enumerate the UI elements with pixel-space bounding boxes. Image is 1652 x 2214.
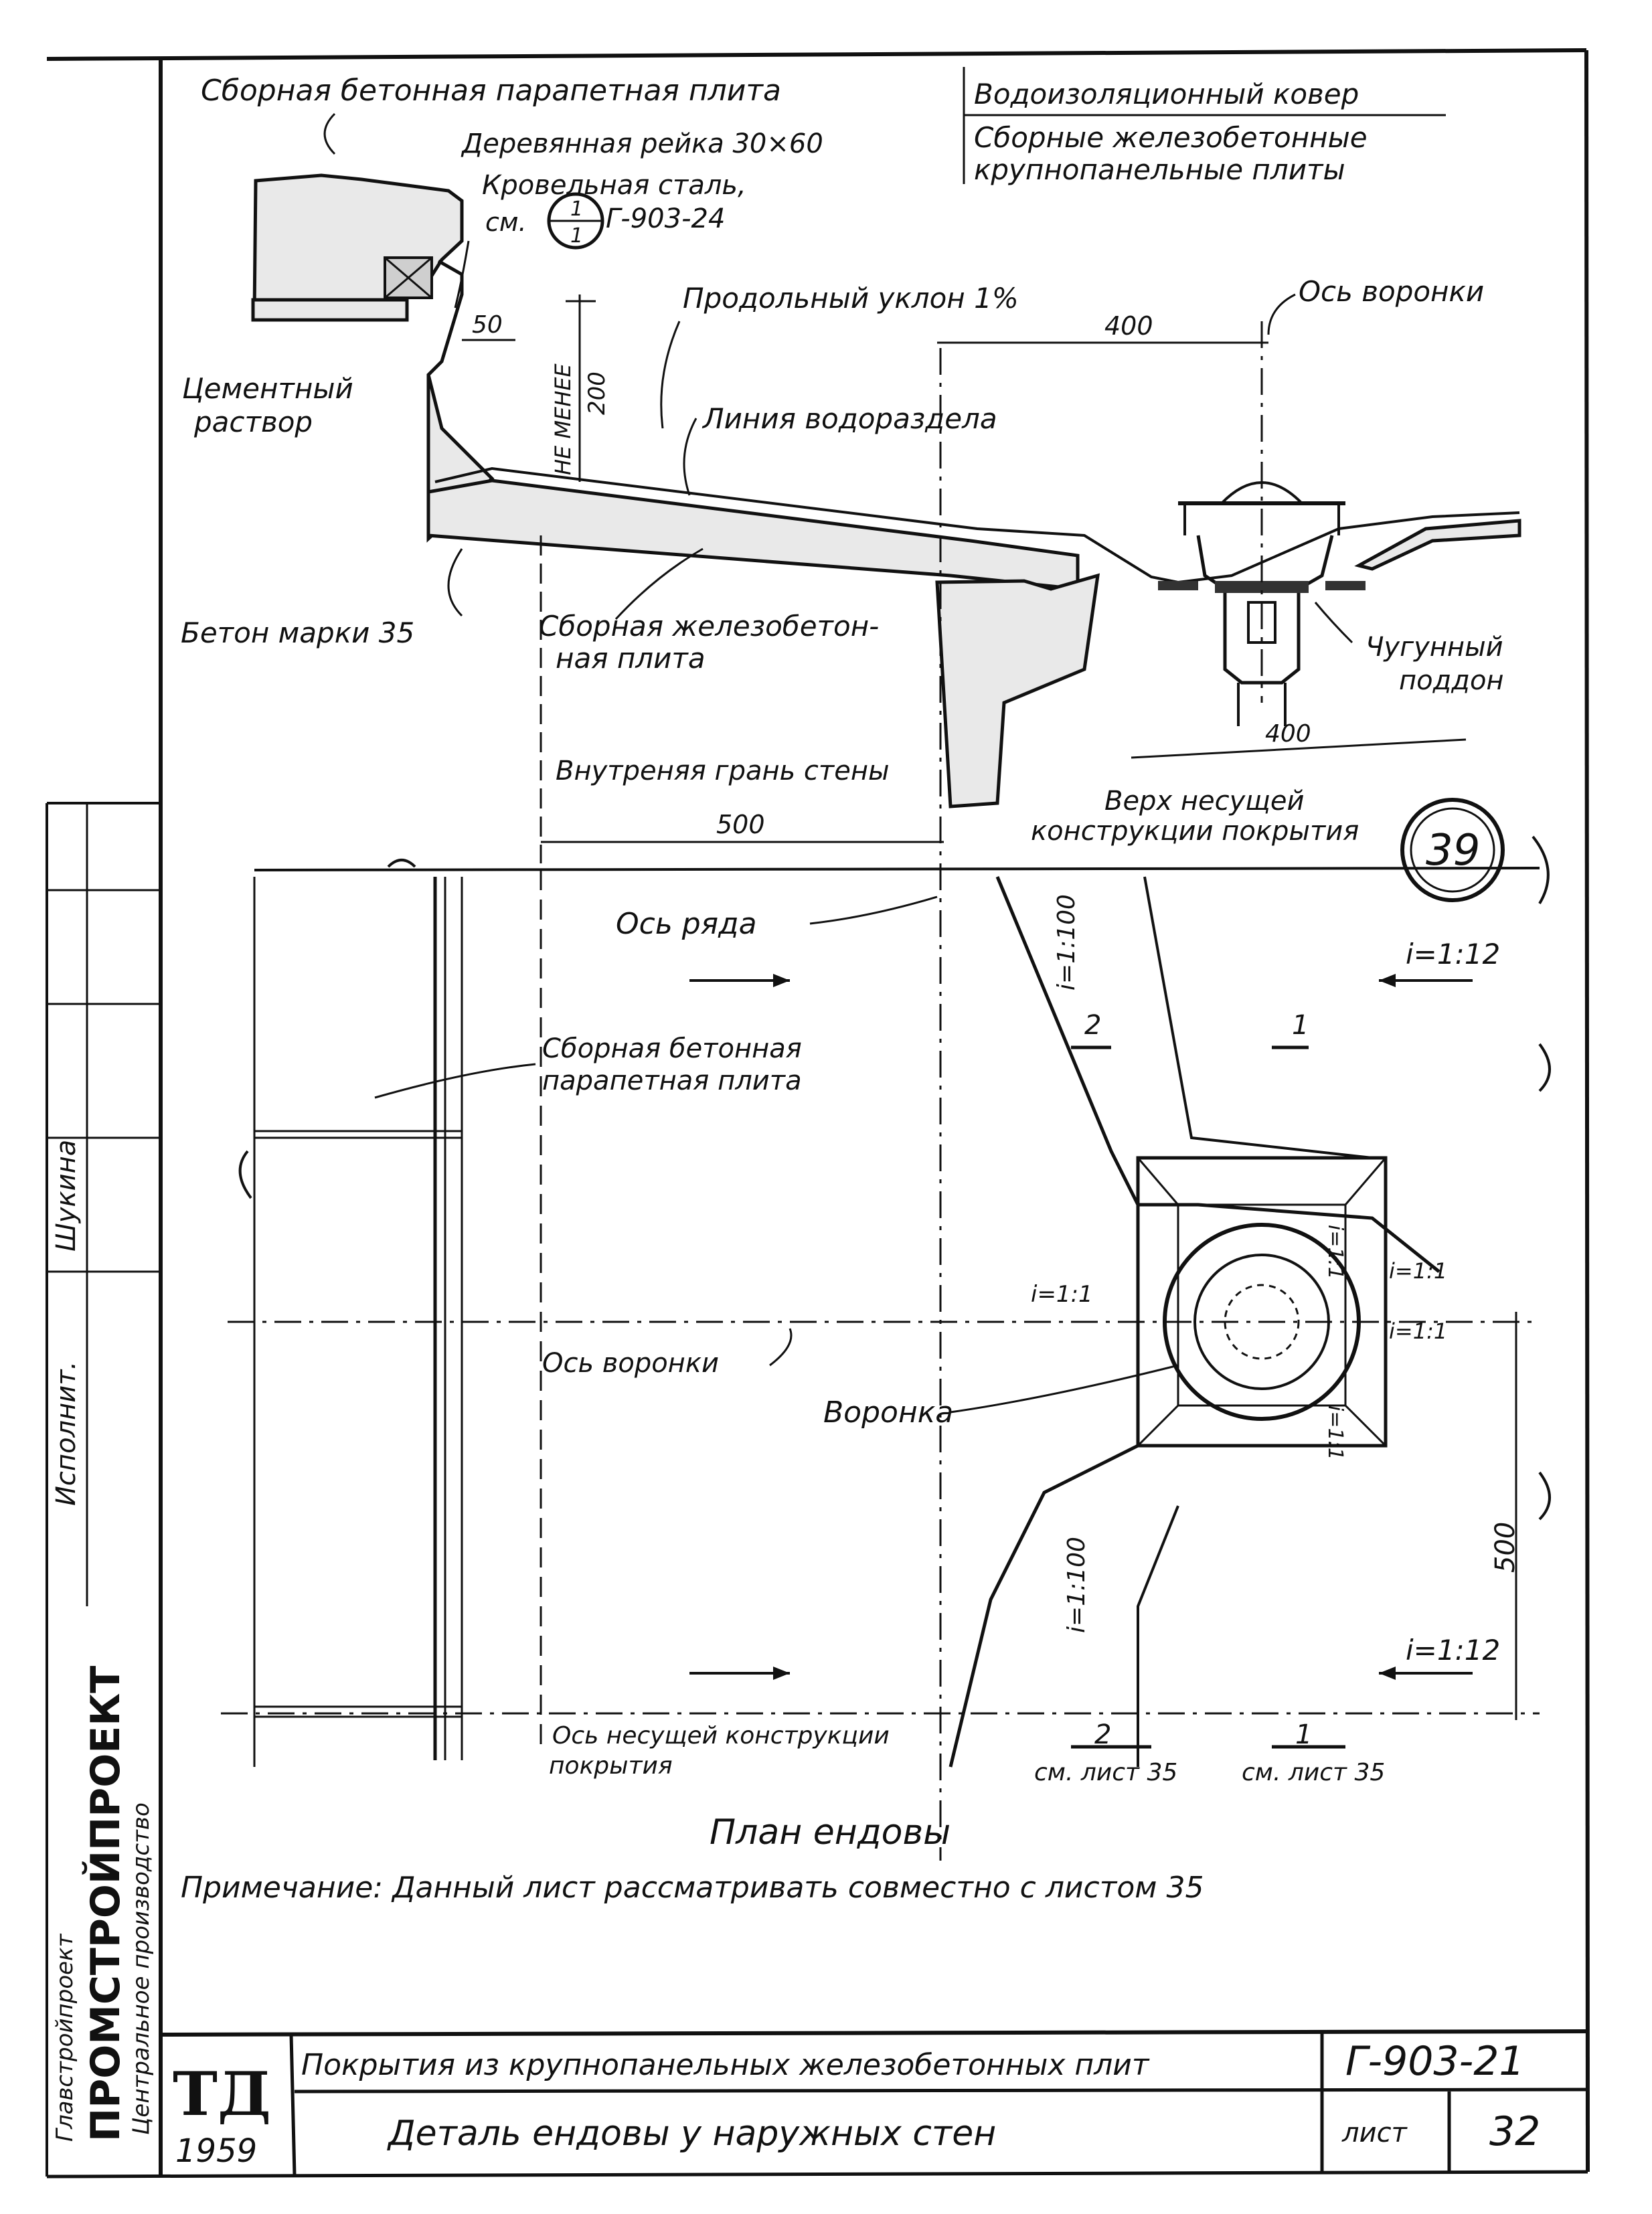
stamp-line2: Деталь ендовы у наружных стен	[387, 2114, 996, 2154]
label-row-axis: Ось ряда	[616, 907, 757, 941]
label-parapet-plan-1: Сборная бетонная	[542, 1033, 802, 1064]
cast-iron-pan-shape	[1215, 581, 1309, 593]
slope-1-t: i=1:1	[1323, 1225, 1347, 1280]
cut2-bot: 2	[1094, 1719, 1111, 1750]
detail-number-circle	[1400, 798, 1505, 902]
label-precast-panels-1: Сборные железобетонные	[974, 121, 1368, 154]
sheet-frame	[46, 48, 1590, 2179]
label-precast-rc-slab-2: ная плита	[556, 642, 706, 675]
valley-outline	[948, 876, 1440, 1768]
label-inner-face: Внутреняя грань стены	[556, 756, 890, 786]
funnel-section	[1158, 481, 1366, 726]
label-roof-steel: Кровельная сталь,	[482, 170, 746, 201]
slope-1-r2: i=1:1	[1389, 1318, 1447, 1344]
label-divide-line: Линия водораздела	[701, 402, 997, 435]
flow-arrows	[689, 974, 1473, 1680]
dim-400-top: 400	[1104, 311, 1153, 341]
executor-name: Шукина	[51, 1140, 82, 1252]
label-waterproof: Водоизоляционный ковер	[974, 78, 1359, 110]
label-precast-rc-slab-1: Сборная железобетон-	[539, 610, 879, 643]
cut2-top: 2	[1084, 1010, 1101, 1041]
stamp-year: 1959	[175, 2132, 257, 2170]
label-cement-mortar-1: Цементный	[182, 372, 353, 405]
label-parapet-plan-2: парапетная плита	[542, 1066, 802, 1096]
org-top-label: Главстройпроект	[52, 1933, 78, 2142]
stamp-line1: Покрытия из крупнопанельных железобетонн…	[301, 2048, 1150, 2082]
executed-label: Исполнит.	[51, 1361, 82, 1506]
right-slab-shape	[1354, 519, 1521, 571]
dim-not-less: НЕ МЕНЕЕ	[550, 363, 576, 475]
stamp-code: Г-903-21	[1345, 2038, 1525, 2085]
stamp-sheet-label: лист	[1341, 2118, 1408, 2148]
label-funnel-axis-plan: Ось воронки	[542, 1348, 719, 1379]
plan-view: 500 2 1 2 1 см. лист 35 см. лист 35 i=1:…	[181, 835, 1551, 1905]
slope-1-left: i=1:1	[1031, 1281, 1093, 1308]
plan-title: План ендовы	[710, 1812, 951, 1853]
dim-50: 50	[472, 311, 503, 339]
org-name: ПРОМСТРОЙПРОЕКТ	[81, 1666, 129, 2142]
slope-12-top: i=1:12	[1406, 938, 1500, 970]
label-precast-panels-2: крупнопанельные плиты	[974, 153, 1345, 186]
slope-12-bot: i=1:12	[1406, 1634, 1500, 1667]
label-see-prefix: см.	[485, 207, 527, 237]
section-view: 50 НЕ МЕНЕЕ 200 400 400 500 Сборная бето…	[181, 67, 1521, 1861]
waterproof-line	[434, 466, 1520, 584]
support-beam-shape	[935, 573, 1100, 808]
label-load-axis-1: Ось несущей конструкции	[552, 1722, 890, 1750]
plan-note: Примечание: Данный лист рассматривать со…	[181, 1871, 1204, 1905]
label-long-slope: Продольный уклон 1%	[683, 282, 1019, 315]
label-cement-mortar-2: раствор	[193, 406, 313, 438]
margin-block: Исполнит. Шукина Главстройпроект ПРОМСТР…	[51, 1140, 155, 2142]
stamp-logo: ТД	[173, 2059, 271, 2130]
label-load-top-2: конструкции покрытия	[1031, 816, 1359, 847]
slope-100-top: i=1:100	[1053, 894, 1080, 991]
label-cast-iron-1: Чугунный	[1366, 632, 1503, 663]
dim-200: 200	[584, 371, 610, 415]
funnel-outer-circle	[1163, 1223, 1361, 1421]
stamp-sheet-no: 32	[1489, 2108, 1540, 2155]
label-funnel: Воронка	[823, 1395, 953, 1430]
dim-500-section: 500	[716, 810, 765, 839]
funnel-square	[1136, 1156, 1388, 1448]
slope-1-r1: i=1:1	[1389, 1258, 1447, 1284]
ref-den: 1	[570, 224, 583, 248]
slope-1-b: i=1:1	[1323, 1406, 1347, 1460]
precast-slab-shape	[426, 479, 1080, 591]
label-wood-batten: Деревянная рейка 30×60	[461, 129, 823, 159]
label-parapet-slab: Сборная бетонная парапетная плита	[201, 74, 781, 108]
label-ref-code: Г-903-24	[606, 203, 725, 234]
label-funnel-axis-section: Ось воронки	[1299, 275, 1484, 308]
slope-100-bot: i=1:100	[1063, 1537, 1090, 1633]
label-load-top-1: Верх несущей	[1104, 786, 1305, 817]
batten-diagonal-2	[384, 256, 432, 299]
dim-500-plan: 500	[1490, 1522, 1521, 1573]
label-cast-iron-2: поддон	[1399, 665, 1504, 696]
org-sub: Центральное производство	[128, 1802, 155, 2135]
cut1-bot: 1	[1295, 1719, 1312, 1750]
cut1-top: 1	[1292, 1010, 1309, 1041]
dim-400-bottom: 400	[1265, 720, 1311, 748]
label-concrete-grade: Бетон марки 35	[181, 616, 414, 649]
ref-num: 1	[570, 197, 583, 221]
see-sheet-1: см. лист 35	[1242, 1759, 1385, 1786]
see-sheet-2: см. лист 35	[1034, 1759, 1177, 1786]
label-load-axis-2: покрытия	[549, 1752, 673, 1780]
wall-top-band	[251, 298, 409, 322]
title-block: ТД 1959 Покрытия из крупнопанельных желе…	[160, 2029, 1588, 2176]
